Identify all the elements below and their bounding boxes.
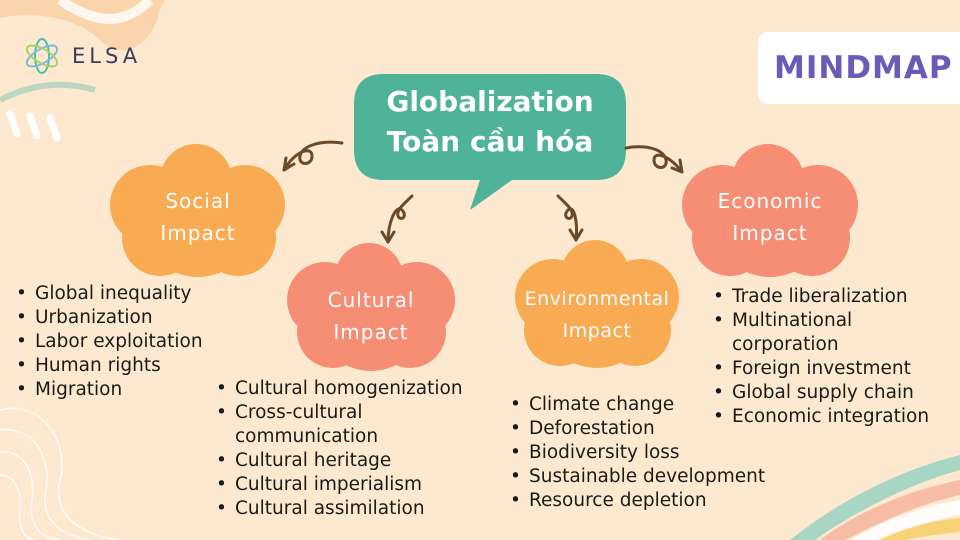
social-list: Global inequality Urbanization Labor exp… — [14, 282, 234, 402]
list-item: Resource depletion — [508, 489, 808, 513]
elsa-logo: ELSA — [22, 36, 141, 76]
environmental-label-line2: Impact — [562, 320, 632, 342]
arrow-to-environmental — [556, 194, 584, 242]
list-item: Cultural assimilation — [214, 497, 504, 521]
economic-label-line2: Impact — [732, 221, 808, 245]
social-label-line2: Impact — [160, 221, 236, 245]
environmental-label: Environmental Impact — [508, 283, 686, 347]
economic-label-line1: Economic — [717, 189, 823, 213]
list-item: Trade liberalization — [711, 285, 956, 309]
list-item: Human rights — [14, 354, 234, 378]
list-item: Cultural homogenization — [214, 377, 504, 401]
arrow-to-cultural — [380, 194, 414, 244]
list-item: Climate change — [508, 393, 808, 417]
center-title: Globalization Toàn cầu hóa — [350, 82, 630, 162]
list-item: Cultural heritage — [214, 449, 504, 473]
arrow-to-economic — [624, 145, 684, 174]
arrow-to-social — [282, 140, 344, 172]
cultural-label-line1: Cultural — [327, 288, 415, 312]
environmental-label-line1: Environmental — [524, 288, 670, 310]
brand-name: ELSA — [72, 44, 142, 68]
list-item: Economic integration — [711, 405, 956, 429]
bottom-left-decoration — [0, 407, 121, 540]
mindmap-badge: MINDMAP — [758, 32, 960, 104]
list-item: Cultural imperialism — [214, 473, 504, 497]
economic-cloud — [682, 144, 858, 277]
cultural-cloud — [287, 243, 455, 371]
cultural-list: Cultural homogenization Cross-cultural c… — [214, 377, 504, 521]
list-item: Global supply chain — [711, 381, 956, 405]
list-item: Migration — [14, 378, 234, 402]
cultural-label-line2: Impact — [333, 320, 409, 344]
list-item: Sustainable development — [508, 465, 808, 489]
economic-list: Trade liberalization Multinational corpo… — [711, 285, 956, 429]
list-item: Global inequality — [14, 282, 234, 306]
list-item: Labor exploitation — [14, 330, 234, 354]
list-item: Cross-cultural communication — [214, 401, 410, 449]
top-left-decoration — [0, 0, 165, 142]
list-item: Deforestation — [508, 417, 808, 441]
social-cloud — [110, 144, 285, 277]
bottom-right-decoration — [790, 455, 960, 540]
badge-label: MINDMAP — [774, 50, 953, 86]
environmental-cloud — [515, 240, 679, 368]
list-item: Urbanization — [14, 306, 234, 330]
environmental-list: Climate change Deforestation Biodiversit… — [508, 393, 808, 513]
center-title-line2: Toàn cầu hóa — [386, 125, 594, 158]
list-item: Biodiversity loss — [508, 441, 808, 465]
social-label: Social Impact — [128, 185, 268, 249]
list-item: Multinational corporation — [711, 309, 882, 357]
list-item: Foreign investment — [711, 357, 956, 381]
cultural-label: Cultural Impact — [300, 284, 442, 348]
elsa-logo-icon — [25, 38, 59, 74]
social-label-line1: Social — [165, 189, 231, 213]
economic-label: Economic Impact — [696, 185, 844, 249]
center-title-line1: Globalization — [386, 85, 594, 118]
center-bubble — [354, 74, 626, 210]
